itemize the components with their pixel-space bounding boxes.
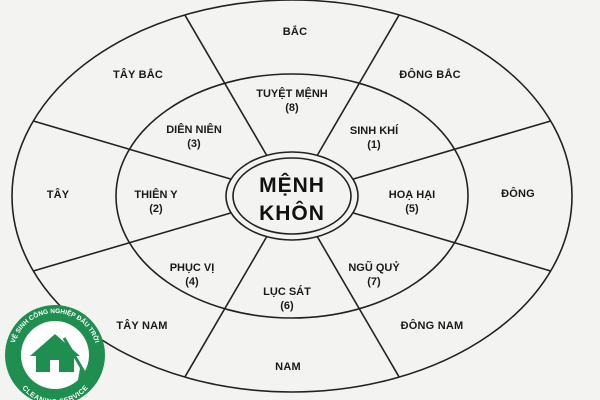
- sector-dividers: [33, 14, 551, 378]
- center-label-line2: KHÔN: [259, 201, 325, 225]
- divider-ese: [352, 212, 551, 272]
- inner-label-southeast-name: NGŨ QUỶ: [348, 261, 400, 274]
- inner-ring: [115, 73, 469, 319]
- divider-wsw: [33, 212, 232, 272]
- inner-label-northwest-number: (3): [187, 138, 201, 150]
- inner-label-southwest-name: PHỤC VỊ: [170, 262, 215, 274]
- center-ring-inner: [232, 157, 352, 235]
- inner-label-northwest-name: DIÊN NIÊN: [166, 123, 222, 136]
- outer-label-east: ĐÔNG: [501, 187, 535, 200]
- outer-label-southeast: ĐÔNG NAM: [401, 319, 464, 332]
- inner-label-east-name: HOẠ HẠI: [389, 189, 435, 201]
- house-broom-icon: [30, 334, 90, 380]
- center-ring-outer: [225, 151, 359, 241]
- inner-label-west-name: THIÊN Y: [134, 188, 178, 201]
- company-logo: VỆ SINH CÔNG NGHIỆP ĐẤU TRỜI CLEANING SE…: [5, 305, 105, 400]
- inner-label-east-number: (5): [405, 203, 419, 215]
- outer-label-south: NAM: [275, 361, 301, 373]
- divider-wnw: [33, 120, 232, 180]
- outer-label-northeast: ĐÔNG BẮC: [399, 68, 461, 81]
- inner-label-south-number: (6): [280, 300, 294, 312]
- inner-label-north-number: (8): [285, 102, 299, 114]
- inner-label-west-number: (2): [149, 203, 163, 215]
- divider-sse: [316, 236, 400, 378]
- inner-label-southwest-number: (4): [185, 276, 199, 288]
- outer-label-north: BẮC: [283, 25, 307, 38]
- center-label-line1: MỆNH: [259, 173, 325, 197]
- divider-ene: [352, 120, 551, 180]
- divider-nnw: [184, 14, 268, 156]
- inner-label-south-name: LỤC SÁT: [263, 285, 311, 298]
- inner-label-northeast-name: SINH KHÍ: [350, 124, 399, 137]
- divider-nne: [316, 14, 400, 156]
- inner-label-northeast-number: (1): [367, 139, 381, 151]
- outer-label-southwest: TÂY NAM: [116, 319, 167, 332]
- inner-label-southeast-number: (7): [367, 276, 381, 288]
- divider-ssw: [184, 236, 268, 378]
- outer-ring: [11, 0, 573, 393]
- outer-label-west: TÂY: [47, 188, 70, 201]
- outer-label-northwest: TÂY BẮC: [113, 68, 163, 81]
- inner-label-north-name: TUYỆT MỆNH: [256, 87, 328, 100]
